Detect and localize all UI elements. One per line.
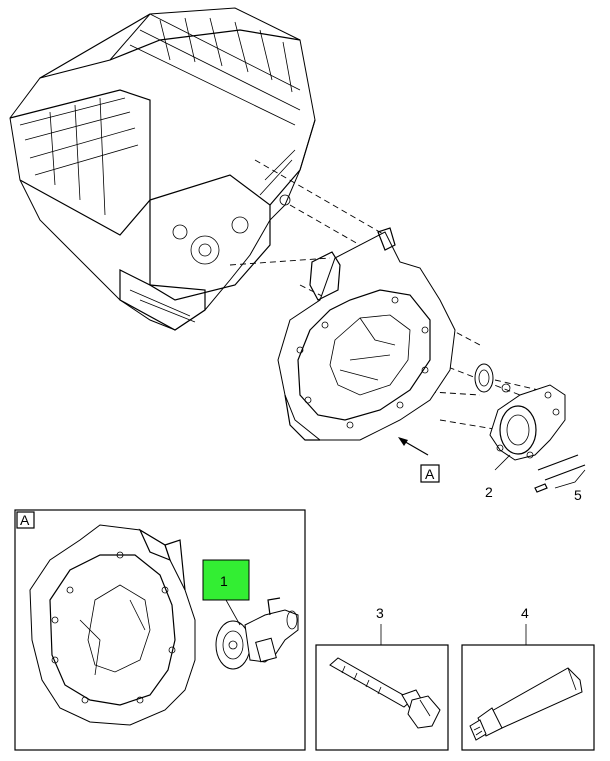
view-ref-label: A — [425, 466, 435, 482]
detail-tag-box — [16, 511, 35, 529]
detail-tag-label: A — [20, 512, 30, 528]
sealant-tube-illustration — [469, 667, 583, 741]
callout-2: 2 — [485, 484, 493, 500]
flywheel-housing — [277, 227, 456, 441]
retainer-bolts — [534, 454, 586, 493]
callout-1-leader — [225, 599, 241, 626]
detail-seal-assembly — [215, 597, 299, 670]
callout-4: 4 — [521, 605, 529, 621]
view-arrow — [398, 437, 440, 483]
view-ref-box — [420, 464, 440, 483]
rear-seal-retainer — [489, 384, 566, 461]
callout-3: 3 — [376, 605, 384, 621]
callout-5: 5 — [574, 487, 582, 503]
detail-housing — [29, 524, 196, 726]
leader-lines — [494, 454, 586, 489]
callout-1: 1 — [220, 573, 228, 589]
engine-block — [9, 7, 316, 331]
bolt-illustration — [329, 657, 441, 729]
highlight-callout-1 — [202, 559, 250, 601]
seal-ring — [474, 363, 511, 393]
